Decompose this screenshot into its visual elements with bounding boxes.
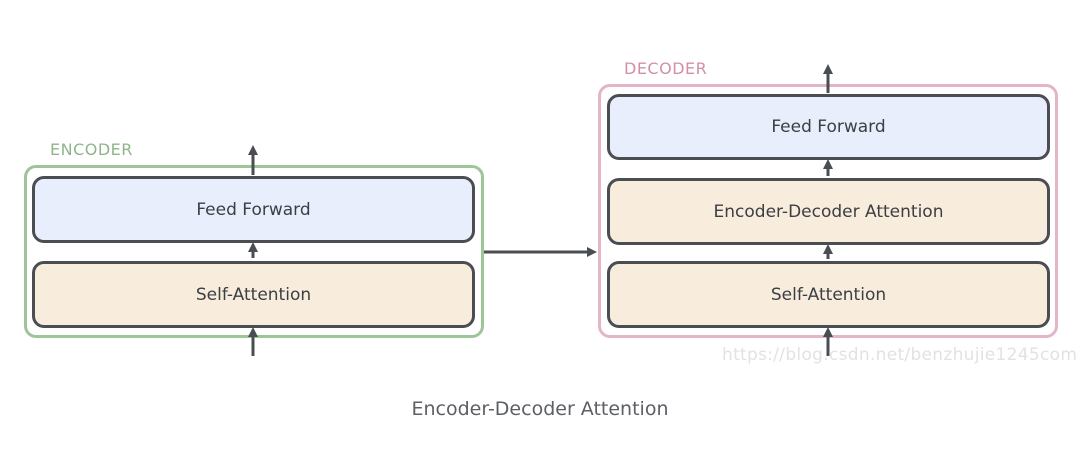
encoder-self-attention-layer: Self-Attention <box>32 261 475 328</box>
encoder-feed-forward-layer: Feed Forward <box>32 176 475 243</box>
decoder-feed-forward-layer: Feed Forward <box>607 94 1050 160</box>
decoder-encoder-decoder-attention-layer: Encoder-Decoder Attention <box>607 178 1050 245</box>
diagram-caption: Encoder-Decoder Attention <box>411 398 669 420</box>
decoder-self-attention-layer: Self-Attention <box>607 261 1050 328</box>
watermark: https://blog.csdn.net/benzhujie1245com <box>722 345 1078 365</box>
decoder-label: DECODER <box>624 59 708 78</box>
encoder-label: ENCODER <box>50 140 133 159</box>
